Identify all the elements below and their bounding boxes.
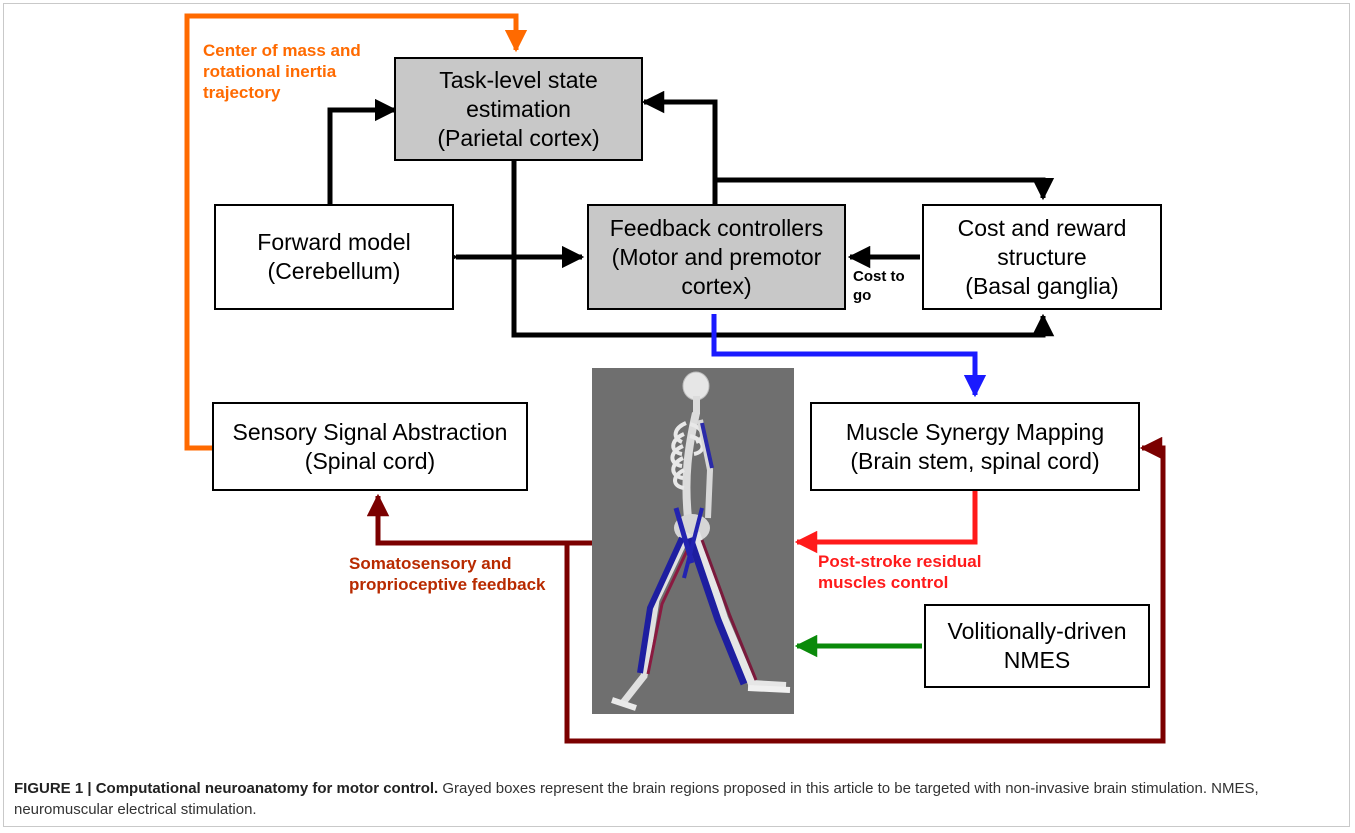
figure-caption: FIGURE 1 | Computational neuroanatomy fo… xyxy=(14,778,1339,820)
box-nmes: Volitionally-driven NMES xyxy=(924,604,1150,688)
walking-skeleton-image xyxy=(592,368,794,714)
arrow-feedback-to-task xyxy=(641,90,718,204)
arrow-forward-to-task xyxy=(327,98,398,204)
arrow-center-of-mass xyxy=(184,13,528,451)
label-cost-to-go: Cost to go xyxy=(853,268,905,304)
box-cost-reward: Cost and reward structure (Basal ganglia… xyxy=(922,204,1162,310)
box-sensory-signal: Sensory Signal Abstraction (Spinal cord) xyxy=(212,402,528,491)
caption-text: Grayed boxes represent the brain regions… xyxy=(14,780,1259,818)
box-task-level-state: Task-level state estimation (Parietal co… xyxy=(394,57,643,161)
figure-frame xyxy=(3,3,1350,827)
box-muscle-synergy: Muscle Synergy Mapping (Brain stem, spin… xyxy=(810,402,1140,491)
box-forward-model: Forward model (Cerebellum) xyxy=(214,204,454,310)
arrow-proprioceptive-to-sensory xyxy=(366,493,567,546)
box-feedback-controllers: Feedback controllers (Motor and premotor… xyxy=(587,204,846,310)
arrow-proprioceptive-to-muscle xyxy=(564,436,1166,744)
skeleton-illustration xyxy=(611,371,791,711)
arrow-post-stroke xyxy=(794,490,978,554)
label-somatosensory: Somatosensory and proprioceptive feedbac… xyxy=(349,554,546,594)
arrow-to-cost-reward-top xyxy=(715,177,1055,201)
arrow-feedback-to-muscle xyxy=(711,314,987,398)
label-center-of-mass: Center of mass and rotational inertia tr… xyxy=(203,41,361,102)
label-post-stroke: Post-stroke residual muscles control xyxy=(818,552,982,592)
caption-title: FIGURE 1 | Computational neuroanatomy fo… xyxy=(14,780,439,797)
